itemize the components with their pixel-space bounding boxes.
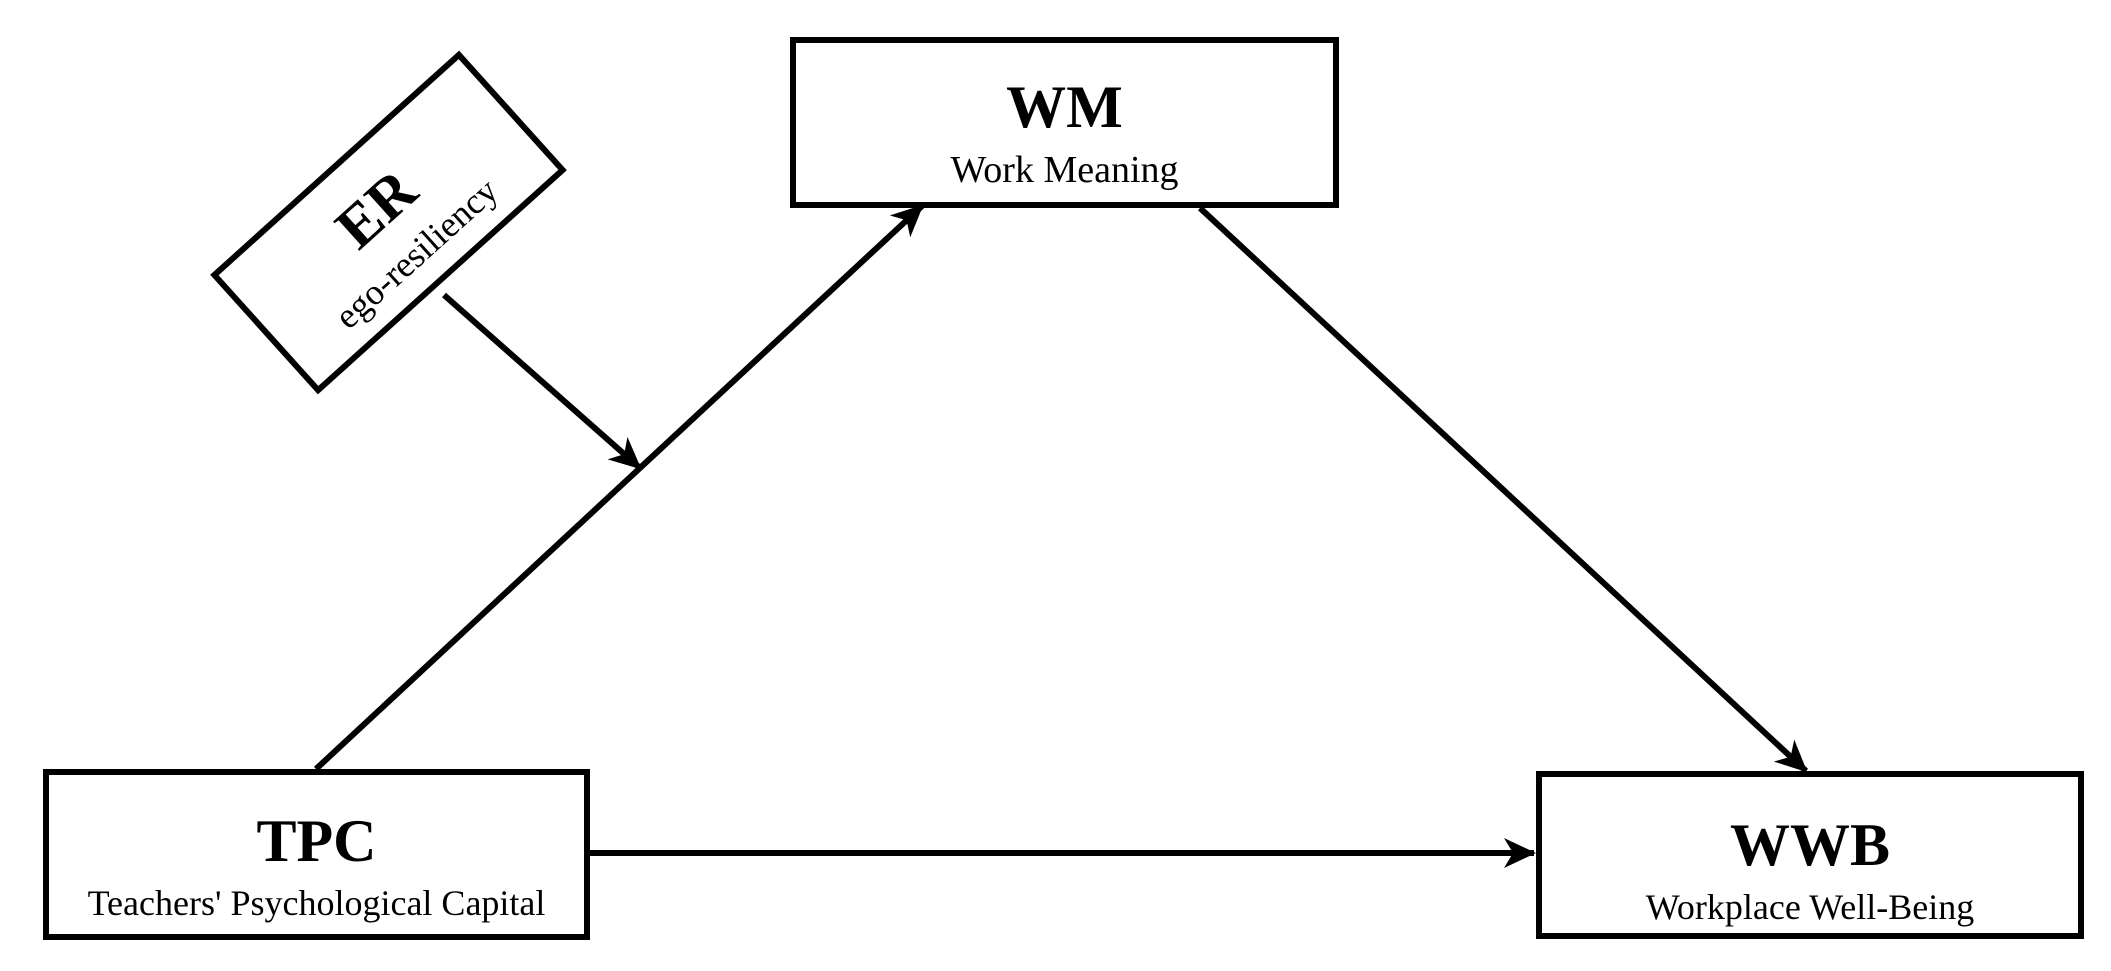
arrow-tpc-to-wm [313,203,925,772]
arrow-er-moderation [442,292,642,471]
node-work-meaning: WM Work Meaning [790,37,1339,208]
node-wwb-abbr: WWB [1729,812,1891,878]
node-tpc-label: Teachers' Psychological Capital [87,883,546,923]
node-wm-label: Work Meaning [950,149,1179,191]
arrow-wm-to-wwb [1197,205,1809,774]
node-teachers-psychological-capital: TPC Teachers' Psychological Capital [43,769,590,940]
node-workplace-well-being: WWB Workplace Well-Being [1536,771,2084,939]
node-wwb-label: Workplace Well-Being [1645,887,1975,927]
node-tpc-abbr: TPC [256,808,377,874]
node-wm-abbr: WM [1006,74,1123,140]
